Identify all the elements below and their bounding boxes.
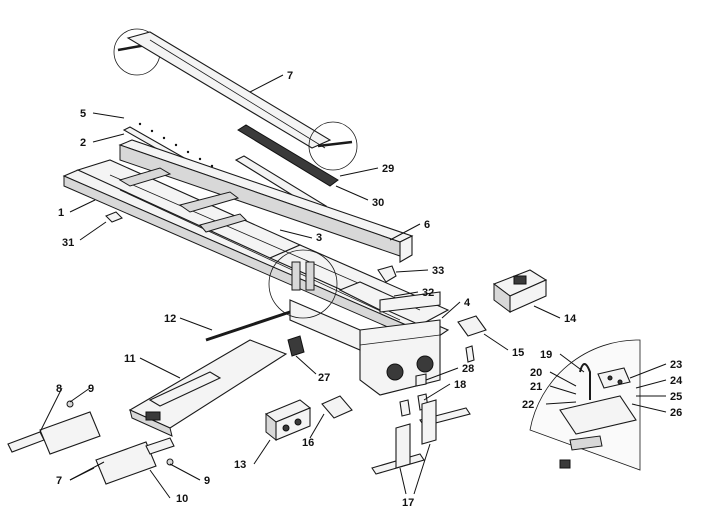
callout-9-top: 9 (88, 383, 94, 395)
control-box-part (264, 399, 312, 442)
drive-shaft-part (113, 28, 358, 171)
callout-18: 18 (454, 379, 466, 391)
bolt-mark (150, 129, 154, 133)
callout-11: 11 (124, 353, 136, 365)
callout-24: 24 (670, 375, 683, 387)
bolt-mark (210, 164, 214, 168)
callout-7-top: 7 (287, 70, 293, 82)
bolt-mark (186, 150, 190, 154)
callout-23: 23 (670, 359, 682, 371)
hook-bracket-part (377, 265, 397, 283)
leg-part (371, 399, 471, 475)
callout-8: 8 (56, 383, 62, 395)
callout-20: 20 (530, 367, 542, 379)
callout-labels: 7 5 2 1 31 3 6 4 32 33 29 30 14 15 12 11… (56, 70, 683, 509)
block-part (287, 335, 305, 357)
callout-31: 31 (62, 237, 74, 249)
callout-16: 16 (302, 437, 314, 449)
callout-30: 30 (372, 197, 384, 209)
main-frame-part (62, 159, 450, 396)
callout-19: 19 (540, 349, 552, 361)
chute-part (128, 339, 288, 437)
callout-1: 1 (58, 207, 64, 219)
small-bracket-part (457, 315, 487, 337)
angle-cover-part (118, 139, 414, 263)
callout-29: 29 (382, 163, 394, 175)
callout-4: 4 (464, 297, 471, 309)
bolt-mark (198, 157, 202, 161)
callout-6: 6 (424, 219, 430, 231)
rod-part (205, 310, 291, 342)
callout-27: 27 (318, 372, 330, 384)
callout-7-bottom: 7 (56, 475, 62, 487)
callout-14: 14 (564, 313, 577, 325)
detail-inset (529, 339, 641, 471)
callout-3: 3 (316, 232, 322, 244)
bolt-mark (138, 122, 142, 126)
bolt-mark (174, 143, 178, 147)
callout-10: 10 (176, 493, 188, 505)
callout-25: 25 (670, 391, 682, 403)
small-plate-part (105, 211, 123, 223)
callout-9-bottom: 9 (204, 475, 210, 487)
hydraulic-cylinder-part (7, 400, 175, 485)
shield-part (321, 395, 353, 419)
callout-28: 28 (462, 363, 474, 375)
callout-17: 17 (402, 497, 414, 509)
callout-2: 2 (80, 137, 86, 149)
callout-32: 32 (422, 287, 434, 299)
callout-26: 26 (670, 407, 682, 419)
callout-22: 22 (522, 399, 534, 411)
motor-box-part (492, 269, 548, 313)
callout-leaders (39, 74, 667, 499)
clip-part (415, 373, 427, 387)
bolt-mark (162, 136, 166, 140)
callout-12: 12 (164, 313, 176, 325)
plate-part (399, 399, 411, 417)
callout-13: 13 (234, 459, 246, 471)
callout-5: 5 (80, 108, 86, 120)
callout-15: 15 (512, 347, 524, 359)
callout-21: 21 (530, 381, 542, 393)
callout-33: 33 (432, 265, 444, 277)
